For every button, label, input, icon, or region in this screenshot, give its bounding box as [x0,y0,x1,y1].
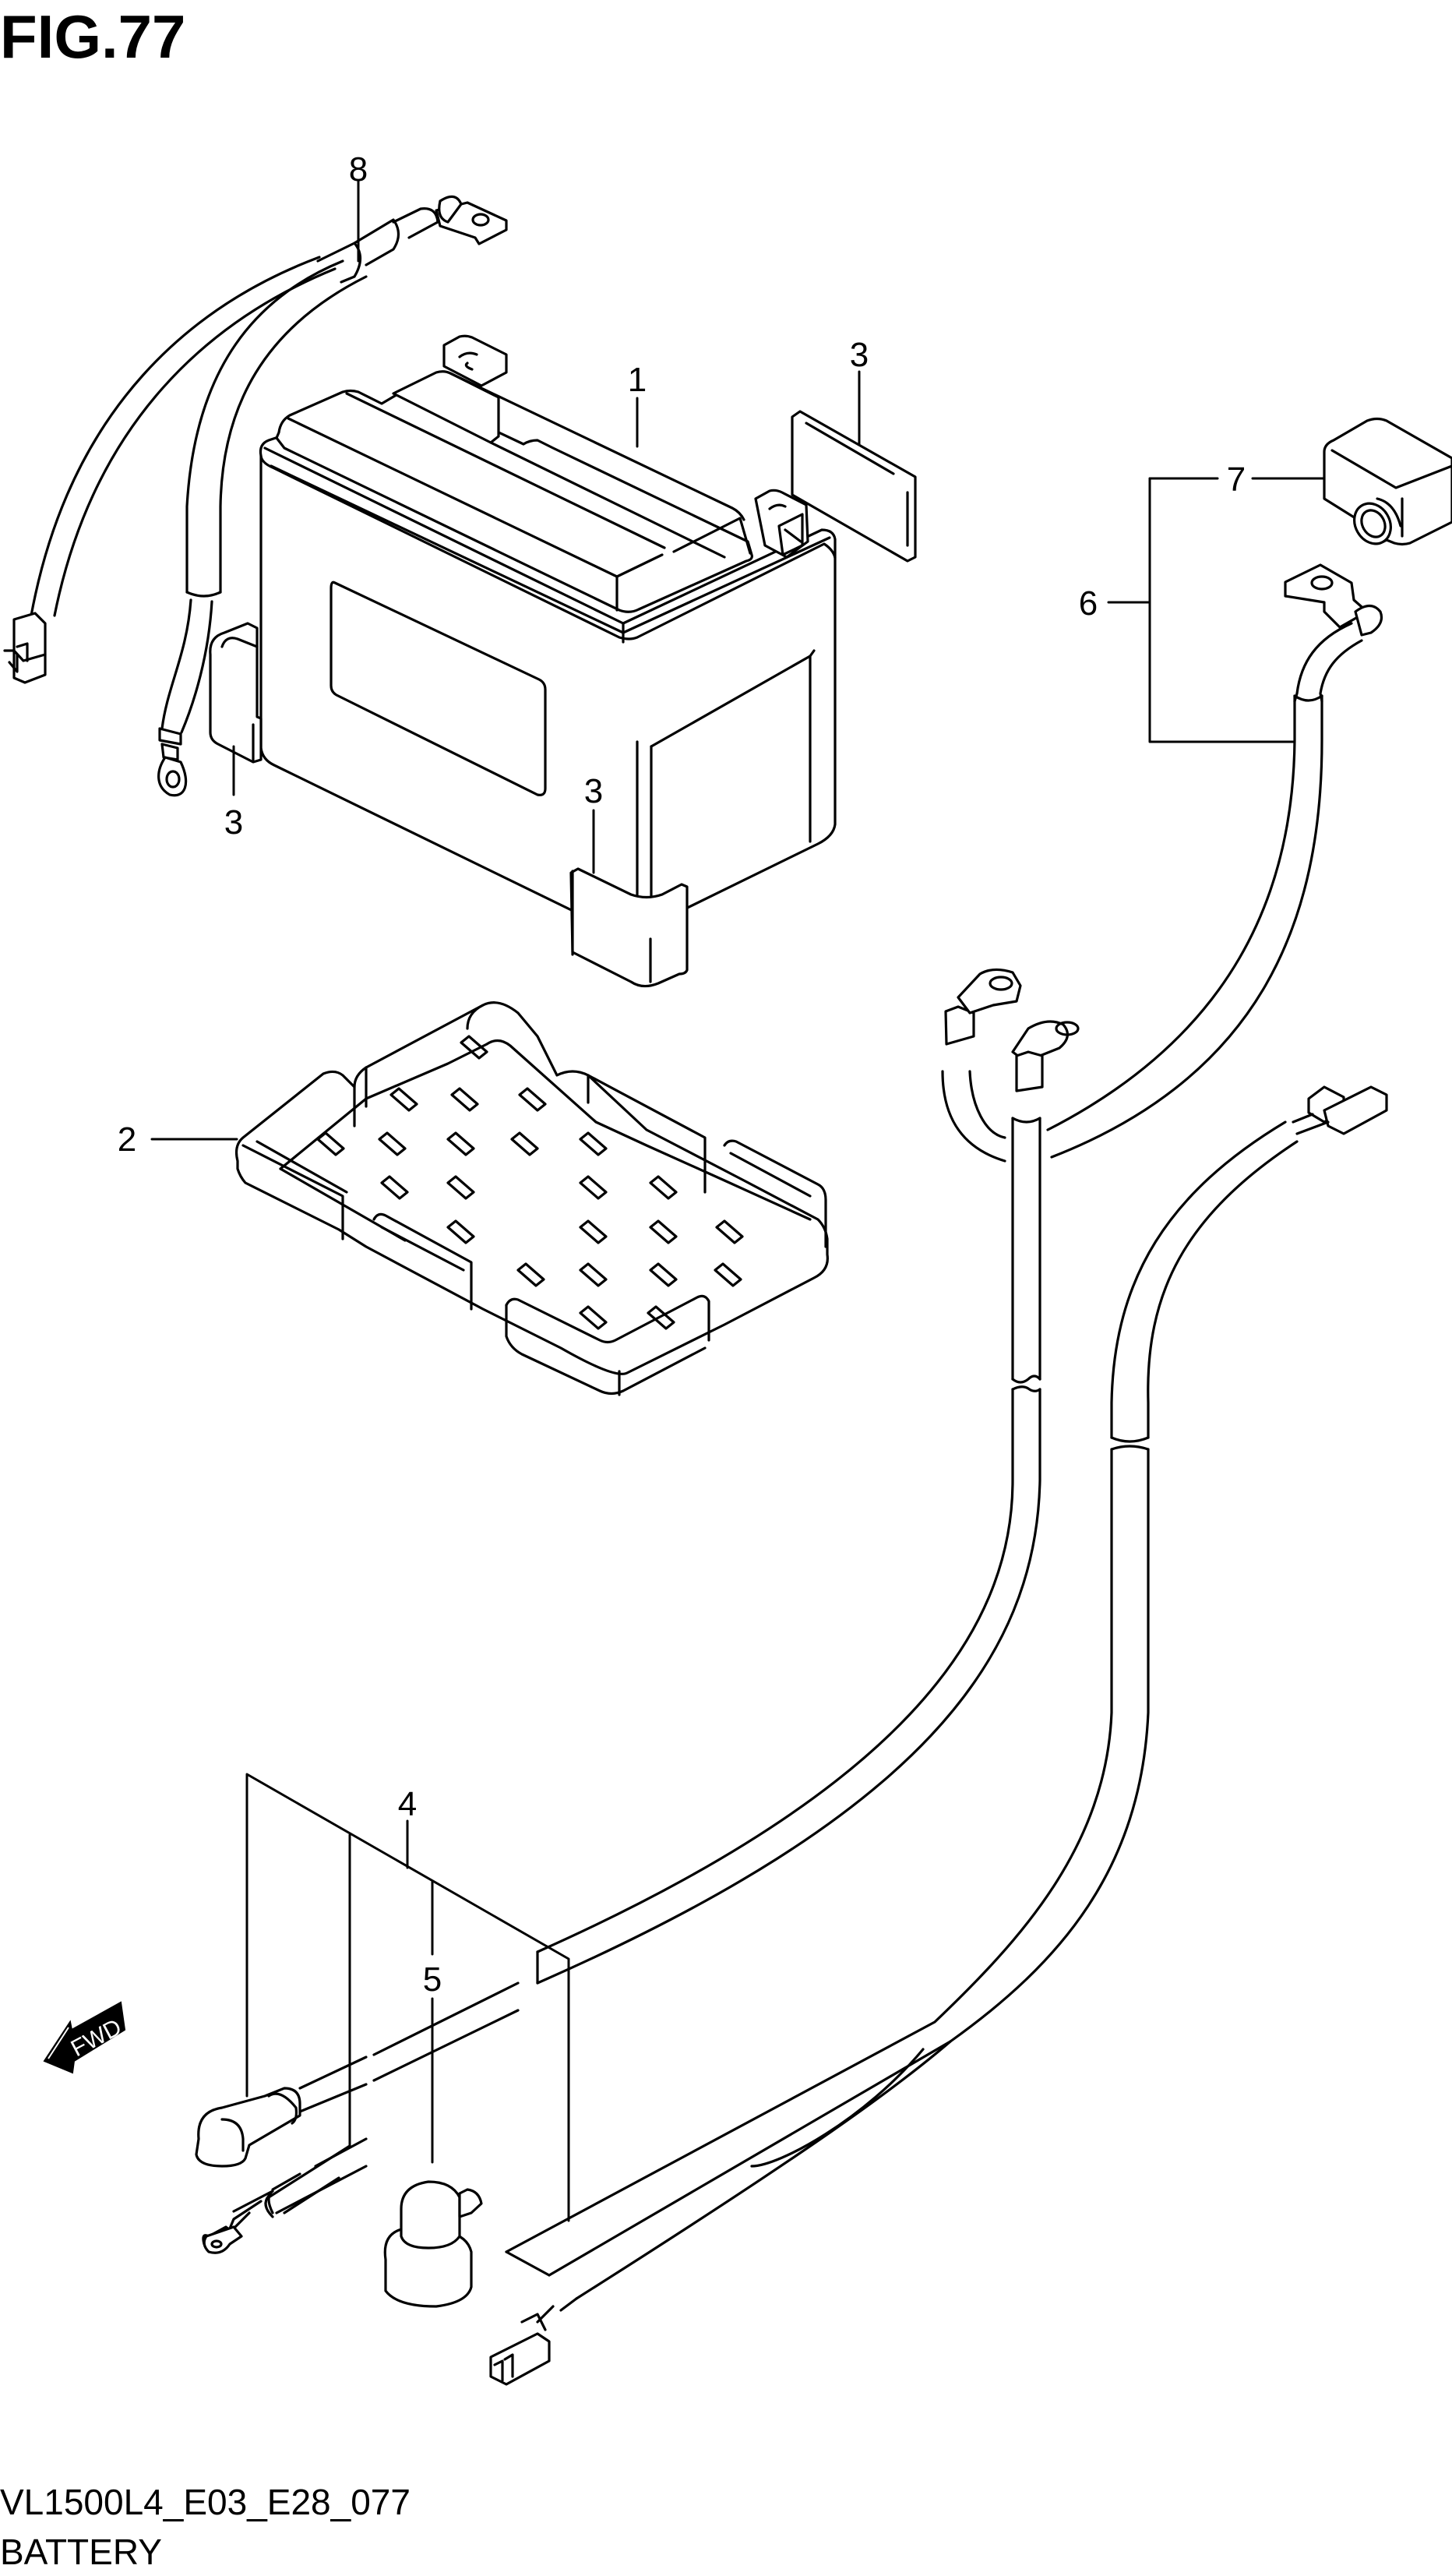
part-2-battery-tray[interactable] [150,1001,829,1396]
part-4-cable-set-bracket [245,1773,570,2222]
part-4-terminal-boot[interactable] [195,2087,301,2168]
callout-2-label[interactable]: 2 [118,1120,136,1159]
part-3-pad-left[interactable] [209,622,263,796]
part-3-pad-front[interactable] [569,809,689,988]
callout-3b-label[interactable]: 3 [224,803,243,842]
figure-name: BATTERY [0,2532,162,2572]
callout-1-label[interactable]: 1 [628,361,647,399]
callout-5-label[interactable]: 5 [423,1960,442,1999]
tray-slots [316,1035,744,1330]
cable-connector-icon [12,612,47,662]
part-5-terminal-cap[interactable] [383,1880,483,2308]
callout-4-label[interactable]: 4 [398,1785,417,1823]
callout-7-label[interactable]: 7 [1227,461,1246,499]
callout-8-label[interactable]: 8 [349,150,368,189]
figure-code: VL1500L4_E03_E28_077 [0,2482,411,2522]
callout-3a-label[interactable]: 3 [850,336,869,374]
fwd-direction-marker: FWD [43,2001,126,2074]
harness-connector-bottom-icon [489,2332,551,2386]
part-7-terminal-cover[interactable] [1323,417,1452,551]
part-3-pad-top[interactable] [791,370,917,563]
part-8-negative-cable[interactable] [3,179,508,797]
sub-harness[interactable] [489,1085,1388,2386]
fwd-arrow-icon [43,2001,126,2074]
figure-title: FIG.77 [0,2,186,71]
callout-6-label[interactable]: 6 [1079,584,1098,623]
part-4-cable-set[interactable] [203,2144,351,2254]
part-1-battery[interactable] [259,334,837,937]
callout-3c-label[interactable]: 3 [584,772,603,810]
